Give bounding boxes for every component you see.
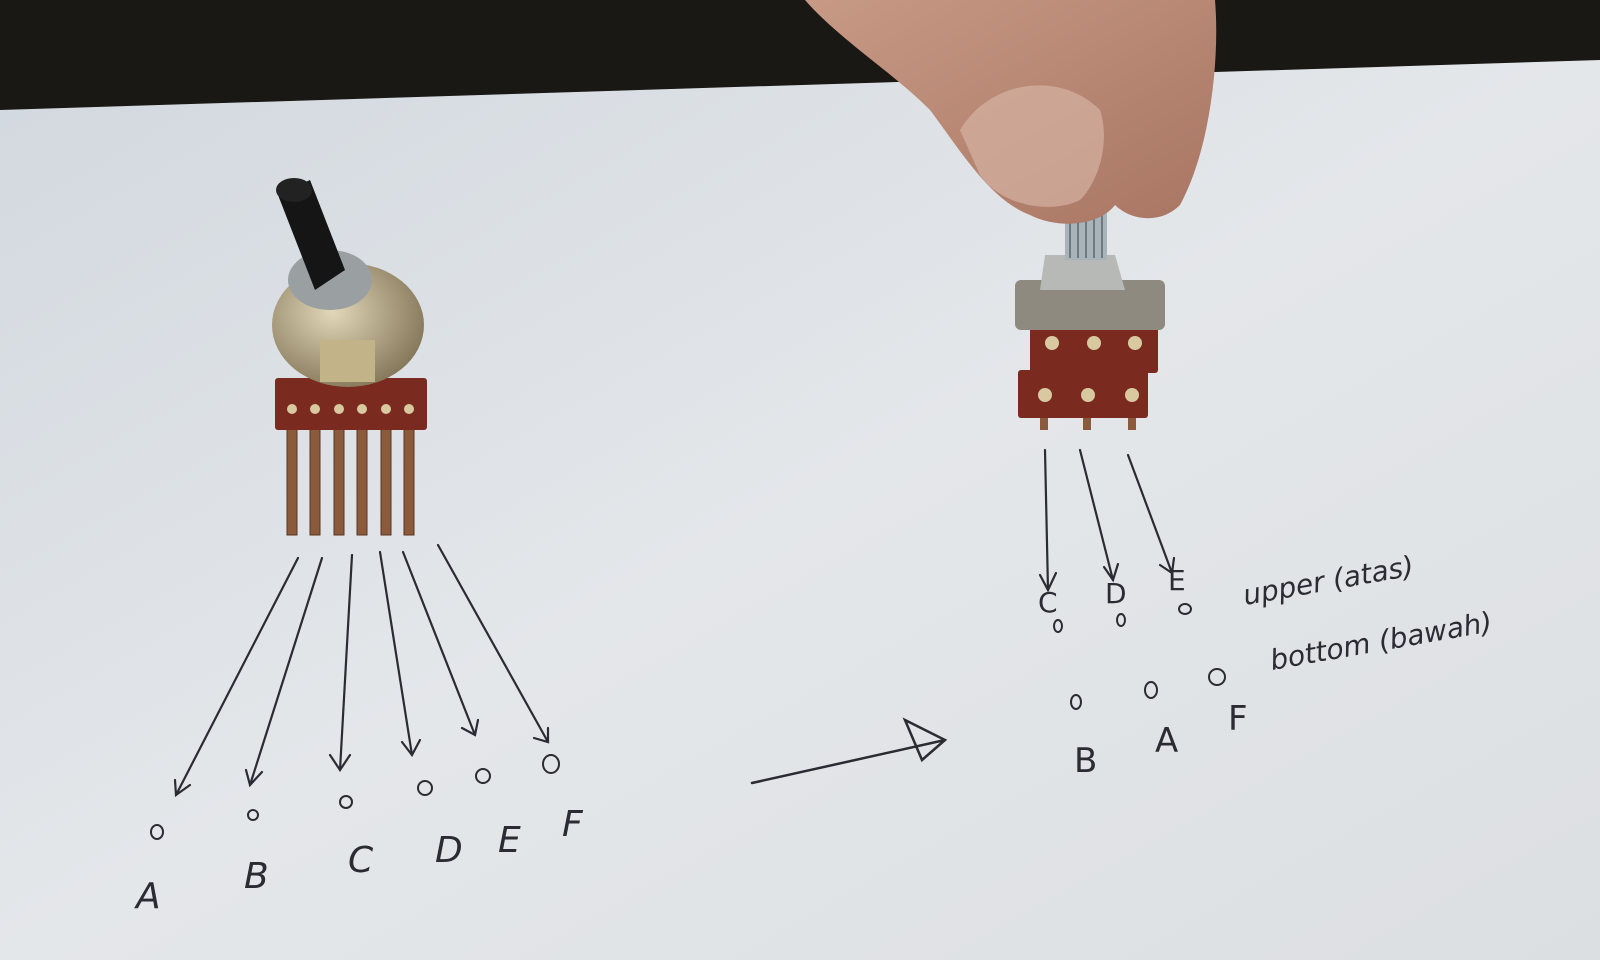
right-bottom-labels: B A F xyxy=(1074,699,1248,781)
left-potentiometer xyxy=(272,178,427,536)
left-pin-labels: A B C D E F xyxy=(134,804,584,917)
right-pin-circles xyxy=(1053,603,1226,710)
right-potentiometer xyxy=(1015,150,1165,430)
svg-text:A: A xyxy=(134,876,161,917)
left-pin-circles xyxy=(150,754,560,840)
svg-text:B: B xyxy=(244,856,269,897)
svg-text:D: D xyxy=(435,830,463,871)
svg-text:F: F xyxy=(1228,699,1248,739)
center-arrow xyxy=(750,717,948,785)
svg-text:B: B xyxy=(1074,741,1097,781)
svg-text:C: C xyxy=(1038,586,1058,619)
hand xyxy=(805,0,1217,224)
right-upper-labels: C D E xyxy=(1038,564,1186,619)
paper-sheet xyxy=(0,60,1600,960)
svg-text:F: F xyxy=(562,804,584,845)
svg-text:E: E xyxy=(498,820,521,861)
right-diagram-arrows xyxy=(1038,448,1176,593)
svg-text:C: C xyxy=(348,840,374,881)
svg-text:D: D xyxy=(1105,577,1127,610)
svg-text:A: A xyxy=(1155,721,1178,761)
left-diagram-arrows xyxy=(173,543,550,798)
svg-text:E: E xyxy=(1168,564,1186,597)
